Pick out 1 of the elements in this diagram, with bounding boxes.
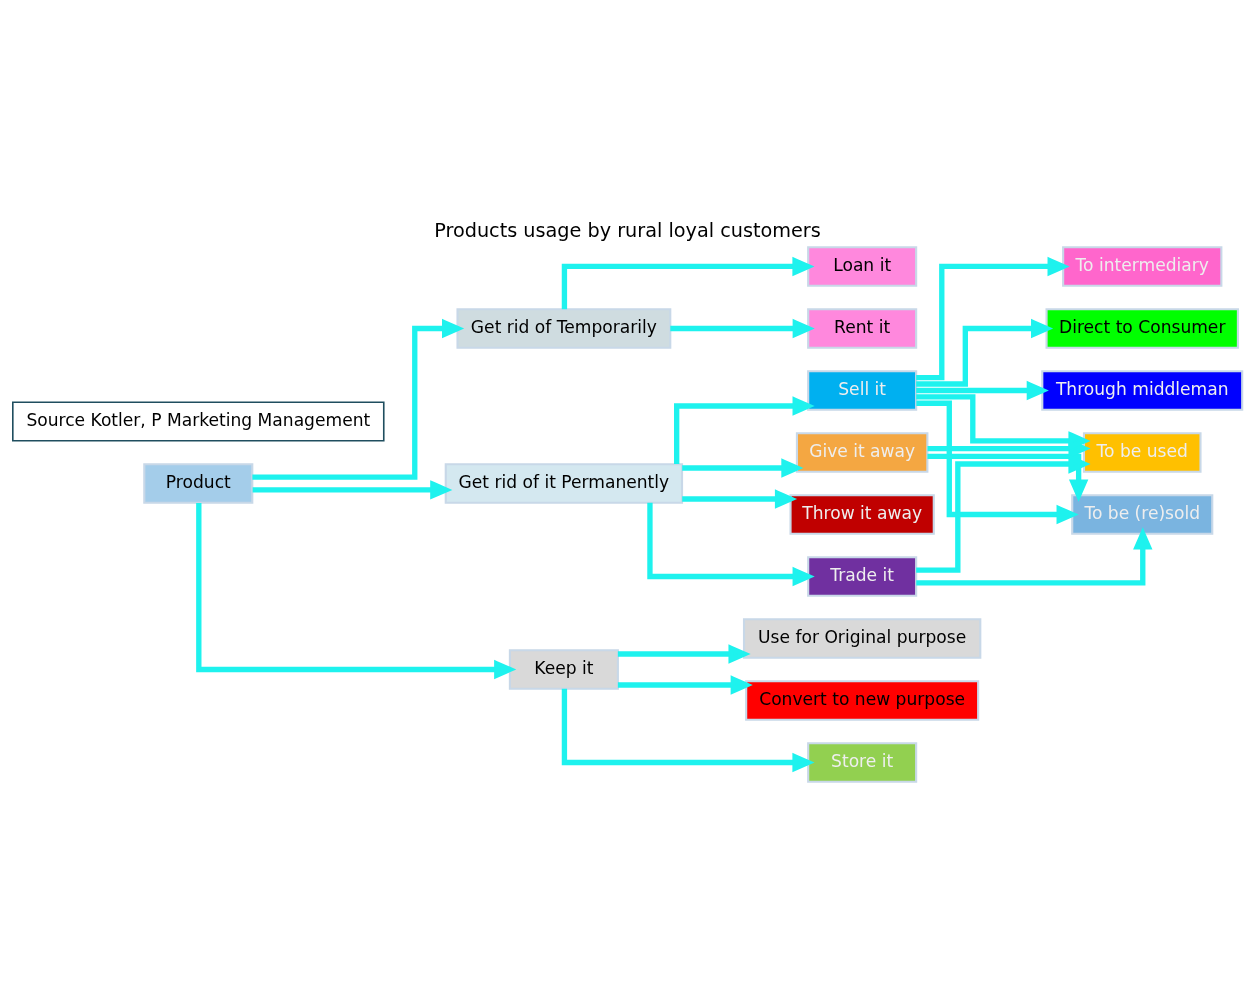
- diagram-title: Products usage by rural loyal customers: [434, 218, 821, 242]
